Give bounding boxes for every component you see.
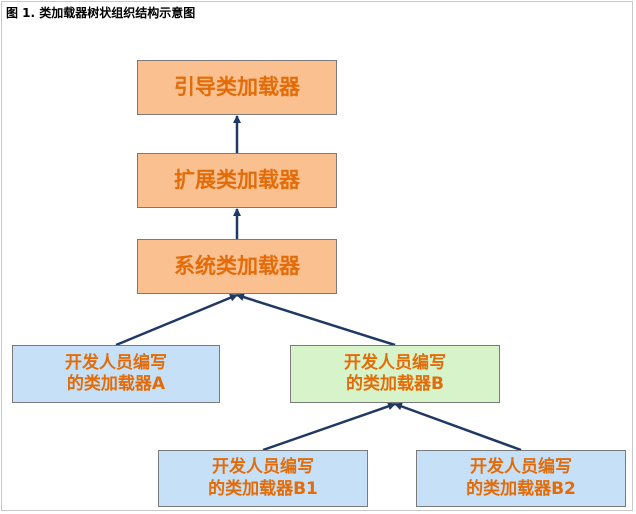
node-user-classloader-b1: 开发人员编写 的类加载器B1 <box>158 450 368 507</box>
node-user-classloader-a: 开发人员编写 的类加载器A <box>12 345 220 403</box>
node-user-classloader-b2: 开发人员编写 的类加载器B2 <box>416 450 626 507</box>
node-label: 开发人员编写 的类加载器B <box>344 352 446 394</box>
arrow-user_b2-to-user_b <box>394 402 522 452</box>
node-label: 开发人员编写 的类加载器B2 <box>466 457 576 499</box>
node-system-classloader: 系统类加载器 <box>137 239 337 294</box>
node-label: 扩展类加载器 <box>174 168 300 193</box>
arrow-user_b1-to-user_b <box>262 402 396 452</box>
node-label: 系统类加载器 <box>174 254 300 279</box>
node-label: 开发人员编写 的类加载器A <box>65 352 167 394</box>
node-label: 引导类加载器 <box>174 75 300 100</box>
node-bootstrap-classloader: 引导类加载器 <box>137 60 337 115</box>
arrow-user_b-to-system <box>236 293 396 347</box>
node-user-classloader-b: 开发人员编写 的类加载器B <box>290 345 500 403</box>
figure-caption: 图 1. 类加载器树状组织结构示意图 <box>6 6 196 20</box>
node-label: 开发人员编写 的类加载器B1 <box>208 457 318 499</box>
arrow-user_a-to-system <box>115 293 238 347</box>
node-extension-classloader: 扩展类加载器 <box>137 153 337 208</box>
